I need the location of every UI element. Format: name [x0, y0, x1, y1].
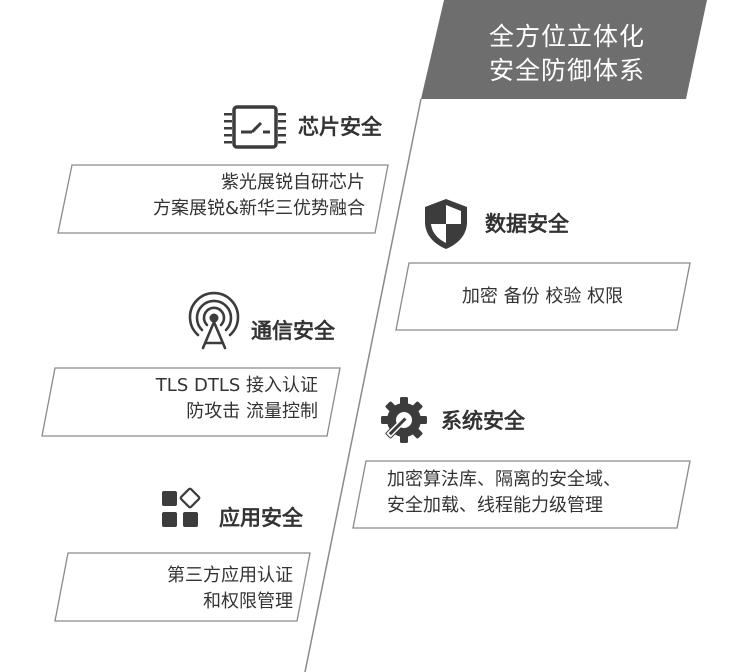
banner-title: 全方位立体化 安全防御体系: [432, 20, 702, 88]
app-line-2: 和权限管理: [203, 591, 293, 612]
data-line-1: 加密 备份 校验 权限: [461, 286, 624, 307]
chip-line-1: 紫光展锐自研芯片: [221, 172, 365, 193]
comm-box: [41, 367, 341, 437]
system-line-1: 加密算法库、隔离的安全域、: [387, 469, 621, 490]
banner-line-1: 全方位立体化: [488, 22, 645, 51]
gear-wrench-icon: [381, 397, 427, 443]
system-section-title: 系统安全: [441, 409, 525, 433]
system-line-2: 安全加载、线程能力级管理: [387, 495, 603, 516]
banner-background: [421, 0, 707, 99]
data-description: 加密 备份 校验 权限: [400, 284, 685, 310]
comm-line-1: TLS DTLS 接入认证: [155, 375, 318, 396]
data-box: [395, 262, 691, 331]
app-description: 第三方应用认证 和权限管理: [80, 563, 293, 615]
chip-icon: [224, 105, 286, 149]
banner-line-2: 安全防御体系: [488, 56, 645, 85]
system-box: [352, 460, 691, 529]
app-section-title: 应用安全: [219, 506, 303, 530]
diagonal-divider: [304, 98, 422, 672]
chip-description: 紫光展锐自研芯片 方案展锐&新华三优势融合: [70, 170, 365, 222]
chip-section-title: 芯片安全: [298, 115, 382, 139]
app-line-1: 第三方应用认证: [167, 565, 293, 586]
data-section-title: 数据安全: [485, 212, 569, 236]
chip-line-2: 方案展锐&新华三优势融合: [152, 198, 365, 219]
antenna-icon: [188, 291, 240, 350]
apps-icon: [162, 487, 201, 527]
system-description: 加密算法库、隔离的安全域、 安全加载、线程能力级管理: [387, 467, 682, 519]
comm-description: TLS DTLS 接入认证 防攻击 流量控制: [60, 373, 318, 425]
shield-icon: [425, 199, 467, 249]
app-box: [54, 552, 311, 622]
comm-section-title: 通信安全: [251, 319, 335, 343]
chip-box: [57, 164, 389, 234]
comm-line-2: 防攻击 流量控制: [186, 401, 318, 422]
